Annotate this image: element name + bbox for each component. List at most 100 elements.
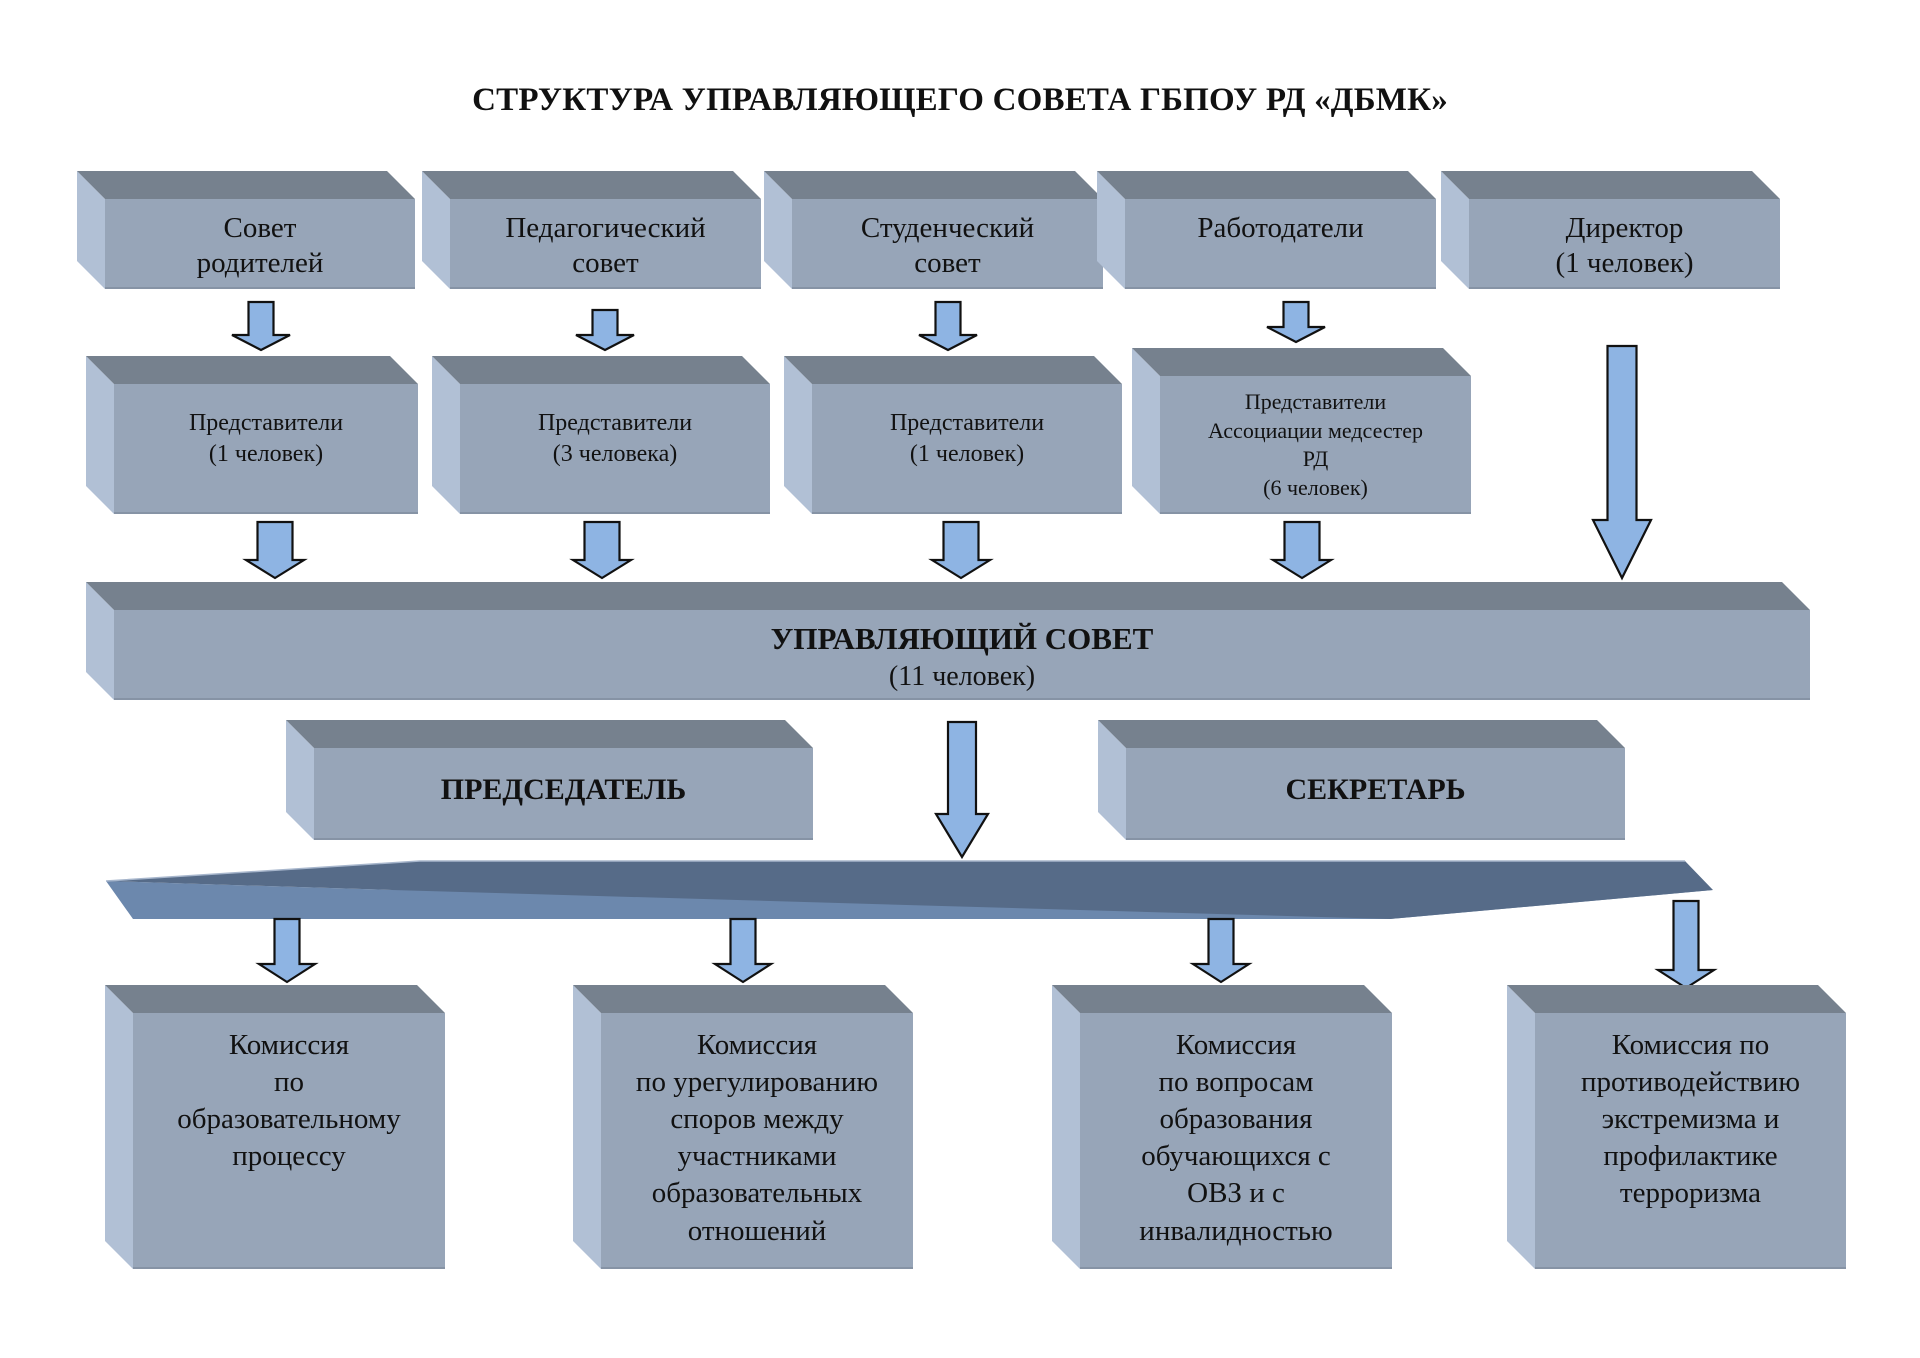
box-top-face [1098,720,1625,748]
arrow-down-icon [1654,899,1718,990]
box-front-face [450,199,761,289]
label-line: профилактике [1603,1140,1778,1173]
label-line: Комиссия [1175,1029,1297,1061]
box-front-face [105,199,415,289]
box-side-face [422,171,450,289]
representatives-box-label: Представители(1 человек) [114,408,418,470]
box-front-face [114,610,1810,700]
box-front-face [1126,748,1625,840]
chairman-box-label: ПРЕДСЕДАТЕЛЬ [314,772,813,809]
box-side-face [1052,985,1080,1269]
label-line: процессу [232,1140,346,1173]
box-front-face [460,384,770,514]
label-line: (6 человек) [1263,474,1368,500]
box-side-face [1507,985,1535,1269]
box-side-face [784,356,812,514]
diagram-title: СТРУКТУРА УПРАВЛЯЮЩЕГО СОВЕТА ГБПОУ РД «… [472,82,1448,118]
label-line: Комиссия [228,1029,350,1061]
label-line: Студенческий [860,212,1035,244]
secretary-box-label: СЕКРЕТАРЬ [1126,772,1625,809]
box-side-face [286,720,314,840]
arrow-down-icon [1269,520,1335,580]
box-top-face [573,985,913,1013]
box-top-face [784,356,1122,384]
box-top-face [1441,171,1780,199]
label-line: Совет [223,212,297,244]
box-top-face [764,171,1103,199]
director-arrow-down-icon [1591,344,1653,581]
label-line: (1 человек) [1555,247,1694,280]
box-front-face [1535,1013,1846,1269]
label-line: Представители [889,410,1045,436]
box-top-face [422,171,761,199]
arrow-down-icon [711,917,775,984]
label-line: терроризма [1619,1177,1762,1210]
box-side-face [1441,171,1469,289]
label-line: ПРЕДСЕДАТЕЛЬ [440,773,687,806]
box-front-face [114,384,418,514]
arrow-down-icon [231,300,291,352]
label-line: противодействию [1580,1066,1801,1099]
governing-council: УПРАВЛЯЮЩИЙ СОВЕТ(11 человек) [86,582,1810,700]
platform-front-face [106,881,1713,919]
label-line: СЕКРЕТАРЬ [1285,773,1466,806]
box-top-face [1132,348,1471,376]
representatives-box-label: Представители (3 человека) [460,408,770,470]
label-line: Педагогический [505,212,706,244]
label-line: Комиссия по [1611,1029,1770,1061]
box-side-face [1132,348,1160,514]
box-side-face [1098,720,1126,840]
label-line: образовательному [177,1103,401,1136]
label-line: Представители [1244,389,1387,414]
commission-box-label: Комиссия по образовательному процессу [133,1027,445,1175]
box-side-face [573,985,601,1269]
label-line: образовательных [651,1177,863,1210]
arrow-down-icon [569,520,635,580]
label-line: по [273,1066,305,1099]
label-line: (11 человек) [888,660,1036,692]
box-side-face [105,985,133,1269]
box-top-face [1097,171,1436,199]
arrow-down-icon [1189,917,1253,984]
representatives-box: Представители(1 человек) [86,356,418,514]
box-top-face [86,582,1810,610]
label-line: отношений [687,1214,827,1247]
representatives-box: Представители (3 человека) [432,356,770,514]
label-line: (3 человека) [552,441,678,468]
box-front-face [133,1013,445,1269]
box-top-face [1052,985,1392,1013]
box-top-face [77,171,415,199]
box-front-face [1080,1013,1392,1269]
box-top-face [86,356,418,384]
label-line: по урегулированию [635,1066,879,1099]
commission-box: Комиссия по образовательному процессу [105,985,445,1269]
box-side-face [1097,171,1125,289]
label-line: Директор [1565,212,1684,244]
label-line: споров между [670,1103,844,1136]
label-line: по вопросам [1158,1066,1314,1099]
label-line: совет [914,247,981,280]
box-front-face [1160,376,1471,514]
arrow-down-icon [255,917,319,984]
box-side-face [86,356,114,514]
box-front-face [812,384,1122,514]
label-line: родителей [196,247,324,280]
label-line: инвалидностью [1139,1214,1333,1247]
chairman-box: ПРЕДСЕДАТЕЛЬ [286,720,813,840]
source-employers: Работодатели [1097,171,1436,289]
label-line: образования [1159,1103,1313,1136]
arrow-down-icon [1266,300,1326,344]
governing-council-label: УПРАВЛЯЮЩИЙ СОВЕТ(11 человек) [114,620,1810,694]
label-line: Представители [537,410,693,436]
arrow-down-icon [928,520,994,580]
source-director-label: Директор(1 человек) [1469,211,1780,282]
